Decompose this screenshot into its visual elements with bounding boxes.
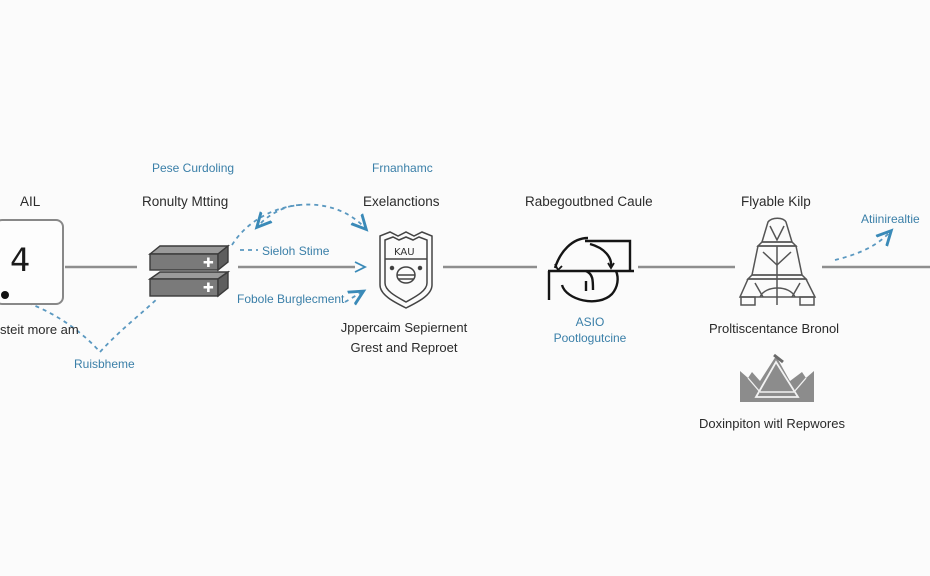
annotation-pese-curdoling: Pese Curdoling [152, 161, 235, 175]
server-stack-icon: ✚ ✚ [147, 244, 231, 298]
shield-crest-icon: KAU [379, 231, 433, 309]
dashed-arc-back [258, 204, 301, 226]
annotation-asio: ASIO [575, 315, 605, 329]
annotation-frnanhamc: Frnanhamc [372, 161, 433, 175]
annotation-pootlogutcine: Pootlogutcine [553, 331, 627, 345]
node-title-rabegoutbned: Rabegoutbned Caule [525, 194, 653, 209]
dashed-vee-right [99, 297, 159, 353]
annotation-fobole-burglecment: Fobole Burglecment [237, 292, 345, 306]
annotation-atiinirealtie: Atiinirealtie [861, 212, 920, 226]
svg-text:✚: ✚ [203, 281, 214, 296]
dashed-right-arrow [834, 232, 890, 261]
shield-text: KAU [394, 247, 415, 258]
annotation-ruisbheme: Ruisbheme [74, 357, 135, 371]
number-box-icon: 4 [0, 219, 64, 305]
dashed-vee-left [27, 302, 101, 353]
node-title-ronulty: Ronulty Mtting [142, 194, 229, 209]
annotation-sieloh-stime: Sieloh Stime [262, 244, 330, 258]
dashed-lower-arrow [344, 292, 362, 302]
node-title-explanctions: Exelanctions [363, 194, 440, 209]
dashed-arc-top [231, 203, 365, 246]
cycle-arrows-icon [547, 236, 634, 303]
bullet-dot [1, 291, 9, 299]
connector-2-arrow [354, 261, 368, 273]
dashed-arrows [27, 203, 890, 353]
node-caption-explanctions-line1: Jppercaim Sepiernent [340, 320, 468, 335]
node-caption-explanctions-line2: Grest and Reproet [350, 340, 458, 355]
number-box-value: 4 [10, 241, 31, 279]
sub-caption-doxinpiton: Doxinpiton witl Repwores [699, 416, 845, 431]
svg-text:✚: ✚ [203, 256, 214, 271]
tower-icon [738, 217, 817, 306]
crown-icon [740, 353, 814, 402]
node-caption-ail: steit more am [0, 322, 79, 337]
node-title-ail: AIL [20, 194, 41, 209]
node-title-flyable: Flyable Kilp [741, 194, 811, 209]
node-caption-flyable: Proltiscentance Bronol [709, 321, 840, 336]
